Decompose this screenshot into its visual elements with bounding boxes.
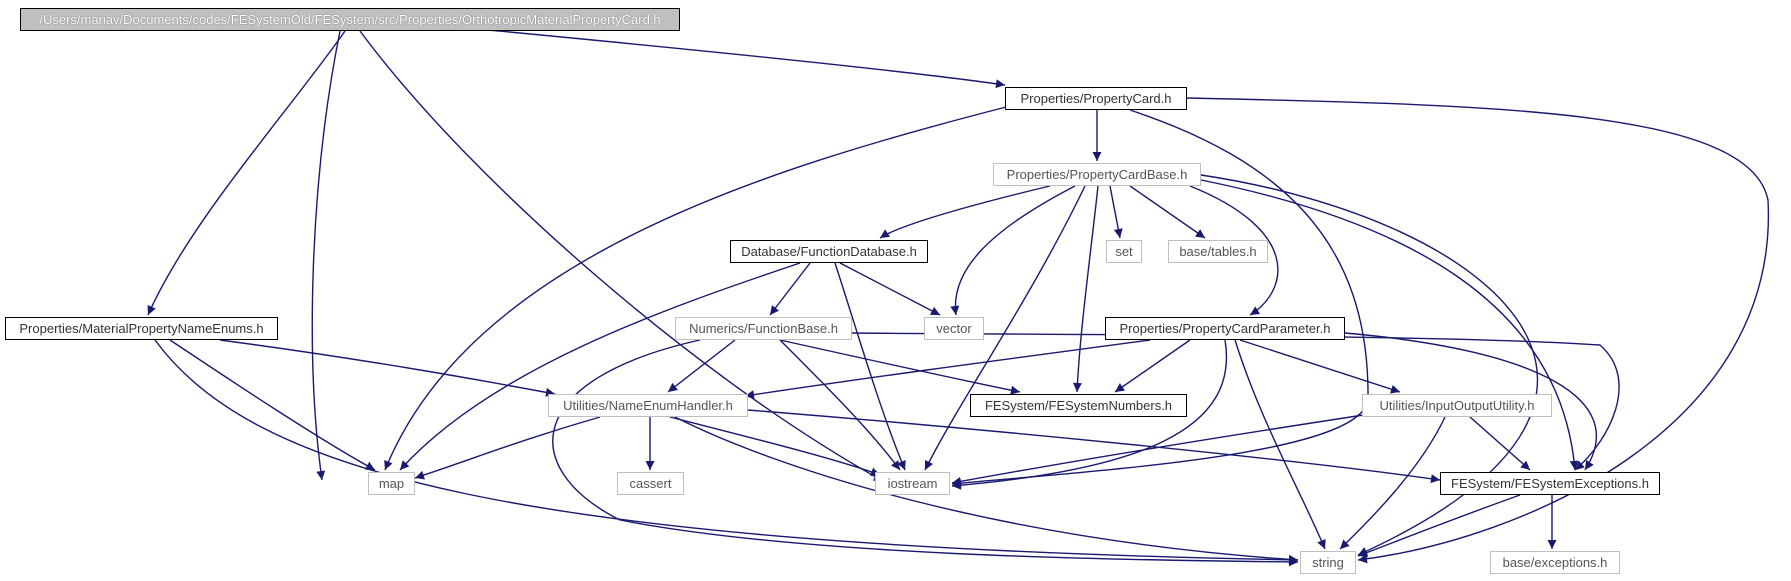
edge-material-enums-to-name-enum-handler: [219, 339, 556, 397]
edge-function-base-to-name-enum-handler: [667, 339, 736, 393]
edge-root-to-property-card: [466, 27, 1006, 89]
edge-property-card-base-to-base-tables: [1129, 185, 1206, 239]
edge-name-enum-handler-to-fesystem-exceptions: [747, 409, 1441, 484]
edge-root-to-iostream: [359, 30, 884, 482]
property-card-base-node: Properties/PropertyCardBase.h: [993, 163, 1201, 186]
edge-property-card-base-to-vector: [950, 185, 1076, 316]
string-node: string: [1300, 551, 1356, 574]
edge-name-enum-handler-to-string: [674, 416, 1299, 564]
root-header-node: /Users/mariav/Documents/codes/FESystemOl…: [20, 8, 680, 31]
edge-property-card-base-to-set: [1109, 185, 1123, 239]
function-base-node: Numerics/FunctionBase.h: [675, 317, 852, 340]
edge-io-utility-to-fesystem-exceptions: [1469, 416, 1531, 471]
edge-function-database-to-vector: [839, 262, 941, 316]
edge-name-enum-handler-to-map: [414, 416, 601, 480]
edge-property-card-to-map: [384, 105, 1011, 471]
edge-fesystem-exceptions-to-string: [1357, 494, 1521, 558]
edge-function-base-to-fesystem-exceptions: [851, 332, 1620, 471]
edge-property-card-base-to-fesystem-exceptions: [1200, 179, 1579, 471]
property-card-node[interactable]: Properties/PropertyCard.h: [1005, 87, 1187, 110]
edge-root-to-material-enums: [147, 30, 346, 316]
base-exceptions-node: base/exceptions.h: [1490, 551, 1620, 574]
edge-function-database-to-iostream: [834, 262, 906, 471]
edge-property-card-base-to-property-card-parameter: [1189, 185, 1279, 316]
edge-function-database-to-map: [399, 262, 801, 471]
vector-node: vector: [924, 317, 984, 340]
edge-name-enum-handler-to-iostream: [669, 416, 881, 477]
edge-property-card-parameter-to-string: [1234, 339, 1326, 550]
edge-property-card-parameter-to-iostream: [951, 339, 1228, 490]
input-output-utility-node: Utilities/InputOutputUtility.h: [1362, 394, 1552, 417]
edge-io-utility-to-iostream: [951, 413, 1371, 486]
base-tables-node: base/tables.h: [1168, 240, 1268, 263]
edge-material-enums-to-string: [154, 339, 1299, 565]
property-card-parameter-node[interactable]: Properties/PropertyCardParameter.h: [1105, 317, 1345, 340]
name-enum-handler-node: Utilities/NameEnumHandler.h: [548, 394, 748, 417]
edge-property-card-to-string: [1186, 97, 1769, 564]
edge-function-base-to-fesystem-numbers: [779, 339, 1021, 395]
fesystem-numbers-node[interactable]: FESystem/FESystemNumbers.h: [970, 394, 1187, 417]
edge-function-database-to-function-base: [769, 262, 811, 316]
cassert-node: cassert: [617, 472, 684, 495]
edge-property-card-parameter-to-name-enum-handler: [744, 339, 1151, 400]
material-property-name-enums-node[interactable]: Properties/MaterialPropertyNameEnums.h: [5, 317, 278, 340]
edge-function-base-to-iostream: [779, 339, 901, 471]
edge-property-card-base-to-function-database: [879, 185, 1051, 239]
fesystem-exceptions-node[interactable]: FESystem/FESystemExceptions.h: [1440, 472, 1660, 495]
edge-property-card-base-to-fesystem-numbers: [1072, 185, 1099, 393]
edge-property-card-base-to-iostream: [924, 185, 1086, 471]
set-node: set: [1106, 240, 1142, 263]
edge-property-card-parameter-to-io-utility: [1239, 339, 1401, 394]
edge-property-card-parameter-to-fesystem-numbers: [1114, 339, 1191, 393]
map-node: map: [368, 472, 415, 495]
edge-material-enums-to-map: [169, 339, 376, 471]
function-database-node[interactable]: Database/FunctionDatabase.h: [730, 240, 928, 263]
iostream-node: iostream: [875, 472, 950, 495]
edge-root-to-map: [311, 30, 341, 481]
edge-io-utility-to-string: [1339, 416, 1446, 550]
edge-property-card-parameter-to-fesystem-exceptions: [1344, 332, 1597, 471]
